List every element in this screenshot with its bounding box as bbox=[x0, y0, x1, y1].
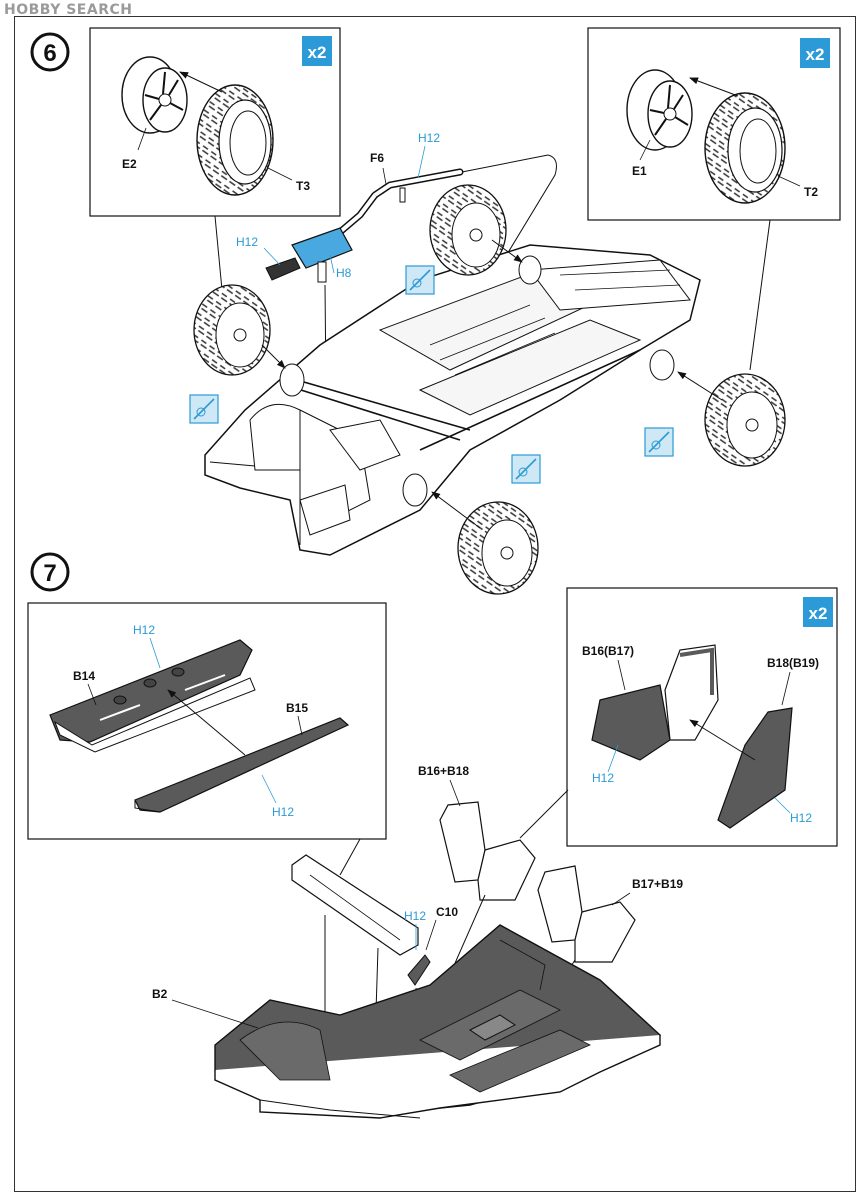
label-B18: B18(B19) bbox=[767, 656, 819, 670]
no-glue-icon bbox=[189, 394, 219, 424]
leader-bumper-box bbox=[339, 838, 361, 876]
step-6-right-detail-box: x2 E1 T2 bbox=[587, 27, 841, 221]
tire-T3 bbox=[196, 84, 274, 196]
label-F6: F6 bbox=[370, 151, 384, 165]
label-B16+B18: B16+B18 bbox=[418, 764, 469, 778]
label-B14: B14 bbox=[73, 669, 95, 683]
step-7-badge bbox=[30, 552, 70, 592]
step-7-number: 7 bbox=[43, 560, 56, 587]
step-7-bumper-detail-box: B14 H12 B15 H12 bbox=[27, 602, 387, 840]
watermark-logo: HOBBY SEARCH bbox=[4, 2, 133, 18]
label-B16: B16(B17) bbox=[582, 644, 634, 658]
part-B14 bbox=[49, 639, 256, 753]
step-6-badge bbox=[30, 32, 70, 72]
part-B15 bbox=[134, 717, 350, 813]
x2-label-right: x2 bbox=[806, 45, 825, 64]
wheel-front-left bbox=[193, 284, 286, 376]
no-glue-icon bbox=[405, 265, 435, 295]
x2-badge-right bbox=[800, 38, 830, 68]
chassis-underbody bbox=[204, 244, 701, 556]
x2-label-seat: x2 bbox=[809, 604, 828, 623]
tire-T2 bbox=[704, 92, 786, 204]
label-B16-color: H12 bbox=[592, 771, 614, 785]
muffler bbox=[291, 227, 353, 269]
exhaust-assembly: F6 H12 H12 H8 bbox=[236, 131, 557, 496]
wheel-rear-left bbox=[429, 184, 523, 276]
label-F6-color: H12 bbox=[418, 131, 440, 145]
part-B2-floor bbox=[214, 924, 662, 1119]
step-6-number: 6 bbox=[43, 40, 56, 67]
label-C10-color: H12 bbox=[404, 909, 426, 923]
label-E1: E1 bbox=[632, 164, 647, 178]
wheel-E1 bbox=[626, 69, 693, 151]
page-frame bbox=[14, 16, 856, 1192]
label-T2: T2 bbox=[804, 185, 818, 199]
x2-label-left: x2 bbox=[308, 43, 327, 62]
label-B18-color: H12 bbox=[790, 811, 812, 825]
label-B17+B19: B17+B19 bbox=[632, 877, 683, 891]
leader-seat-box bbox=[519, 789, 569, 839]
step-7: 7 B14 H12 B15 H12 bbox=[27, 552, 838, 1119]
label-B14-color: H12 bbox=[133, 623, 155, 637]
x2-badge-seat bbox=[803, 597, 833, 627]
leader-right-box bbox=[749, 219, 771, 371]
label-E2: E2 bbox=[122, 157, 137, 171]
seat-rear-assembly bbox=[499, 865, 636, 1076]
wheel-front-right bbox=[431, 491, 539, 595]
step-6-left-detail-box: x2 E2 T3 bbox=[89, 27, 341, 217]
no-glue-icon bbox=[511, 454, 541, 484]
label-B2: B2 bbox=[152, 987, 168, 1001]
label-B15-color: H12 bbox=[272, 805, 294, 819]
no-glue-icon bbox=[644, 427, 674, 457]
wheel-E2 bbox=[121, 56, 188, 134]
label-B15: B15 bbox=[286, 701, 308, 715]
label-muffler-color-b: H8 bbox=[336, 266, 352, 280]
x2-badge-left bbox=[302, 36, 332, 66]
label-C10: C10 bbox=[436, 905, 458, 919]
step-7-seat-detail-box: x2 B16(B17) H12 B18(B19) H12 bbox=[566, 587, 838, 847]
seat-front-assembly bbox=[429, 801, 536, 1021]
label-T3: T3 bbox=[296, 179, 310, 193]
leader-left-box bbox=[214, 215, 223, 291]
wheel-rear-right bbox=[677, 371, 786, 467]
part-B18-seat-back bbox=[717, 707, 793, 829]
part-B16-seat bbox=[591, 644, 719, 761]
label-muffler-color-a: H12 bbox=[236, 235, 258, 249]
step-6: 6 x2 E2 T3 bbox=[30, 27, 841, 595]
